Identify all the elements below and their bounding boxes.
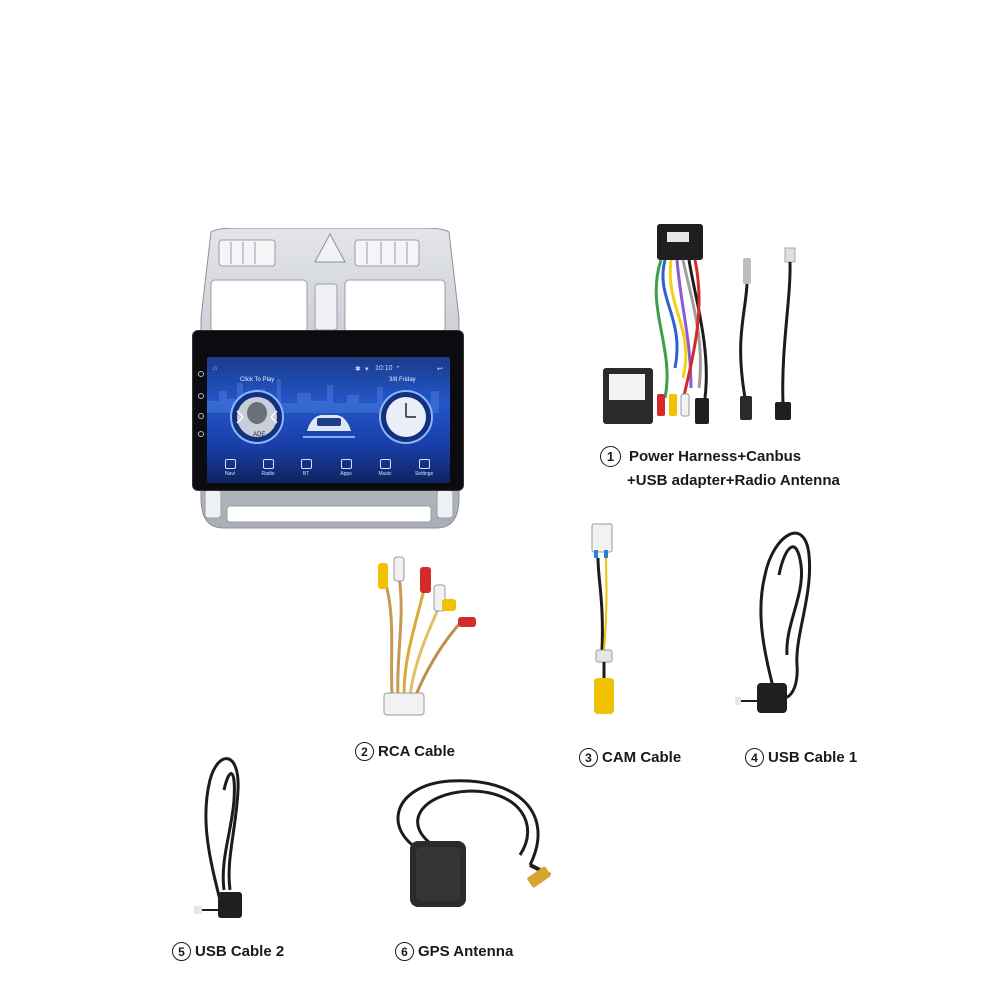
item-number-badge: 5 — [172, 942, 191, 961]
signal-icon: ▾ — [365, 366, 369, 373]
album-art-text: ADE — [253, 432, 266, 438]
expand-icon: ⌃ — [395, 366, 401, 373]
item-number-badge: 4 — [745, 748, 764, 767]
bluetooth-icon: ✱ — [355, 366, 361, 373]
radio-icon — [262, 459, 274, 469]
item-5-label: 5 USB Cable 2 — [172, 942, 284, 961]
dock-music[interactable]: Music — [370, 459, 400, 477]
item-2-title: RCA Cable — [378, 743, 455, 760]
home-icon: ⌂ — [213, 365, 218, 372]
click-to-play-label: Click To Play — [240, 377, 275, 383]
date-label: 3/8 Friday — [389, 377, 416, 383]
clock-time: 10:10 — [375, 365, 393, 372]
item-number-badge: 3 — [579, 748, 598, 767]
item-2-label: 2 RCA Cable — [355, 742, 455, 761]
usb-cable-2-image — [194, 757, 242, 918]
dock-radio[interactable]: Radio — [253, 459, 283, 477]
item-6-label: 6 GPS Antenna — [395, 942, 513, 961]
item-1-label: 1 Power Harness+Canbus — [600, 446, 801, 467]
item-1-title-line2: +USB adapter+Radio Antenna — [627, 472, 840, 489]
cam-cable-image — [591, 523, 614, 714]
item-3-title: CAM Cable — [602, 749, 682, 766]
mic-icon — [198, 371, 204, 377]
screen-bezel: ⌂ ✱ ▾ 10:10 ⌃ ↩ Click To Play 3/8 Friday — [193, 331, 463, 490]
item-5-title: USB Cable 2 — [195, 943, 285, 960]
item-number-badge: 2 — [355, 742, 374, 761]
car-graphic — [303, 415, 355, 438]
apps-grid-icon — [340, 459, 352, 469]
item-4-label: 4 USB Cable 1 — [745, 748, 857, 767]
item-1-label-line2: +USB adapter+Radio Antenna — [627, 472, 840, 489]
music-note-icon — [379, 459, 391, 469]
item-1-title-line1: Power Harness+Canbus — [629, 448, 802, 465]
dock-bt[interactable]: BT — [291, 459, 321, 477]
back-icon — [198, 431, 204, 437]
power-icon — [198, 393, 204, 399]
dock-apps[interactable]: Apps — [331, 459, 361, 477]
rca-cable-image — [378, 556, 476, 716]
android-screen[interactable]: ⌂ ✱ ▾ 10:10 ⌃ ↩ Click To Play 3/8 Friday — [207, 357, 450, 483]
back-icon: ↩ — [437, 366, 443, 373]
item-number-badge: 6 — [395, 942, 414, 961]
status-bar: ⌂ ✱ ▾ 10:10 ⌃ ↩ — [207, 357, 450, 379]
home-icon — [198, 413, 204, 419]
power-harness-canbus-image — [603, 224, 796, 424]
item-4-title: USB Cable 1 — [768, 749, 858, 766]
usb-cable-1-image — [735, 531, 812, 713]
item-number-badge: 1 — [600, 446, 621, 467]
dock-settings[interactable]: Settings — [409, 459, 439, 477]
dock-navi[interactable]: Navi — [215, 459, 245, 477]
item-3-label: 3 CAM Cable — [579, 748, 681, 767]
clock-widget[interactable] — [375, 387, 437, 447]
item-6-title: GPS Antenna — [418, 943, 514, 960]
gps-antenna-image — [396, 779, 551, 907]
music-widget[interactable] — [221, 387, 293, 447]
bluetooth-icon — [300, 459, 312, 469]
gear-icon — [418, 459, 430, 469]
navi-icon — [224, 459, 236, 469]
